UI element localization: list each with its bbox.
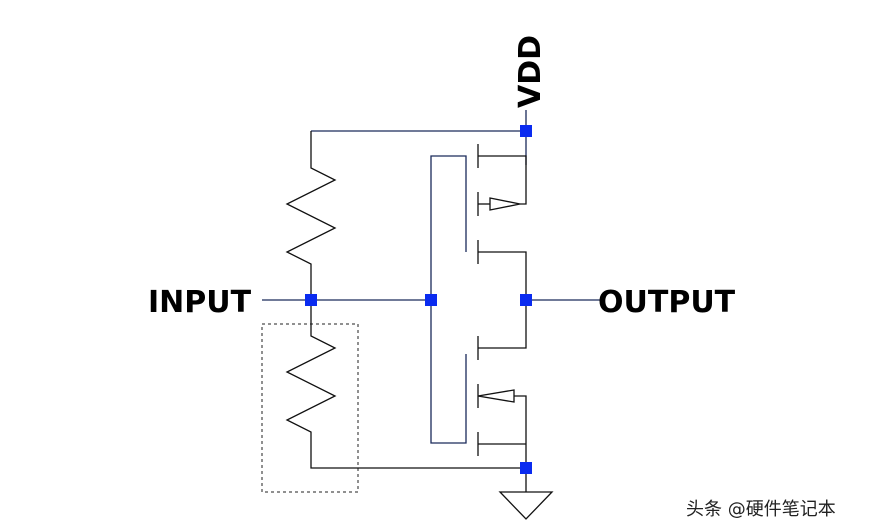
nmos-transistor[interactable] xyxy=(477,300,527,468)
resistor-r2-highlight-box xyxy=(261,323,359,493)
vdd-node[interactable] xyxy=(520,125,532,137)
output-node[interactable] xyxy=(520,294,532,306)
resistor-r1[interactable] xyxy=(285,131,337,300)
vdd-rail-wire xyxy=(311,110,527,132)
input-label: INPUT xyxy=(148,285,252,320)
watermark: 头条 @硬件笔记本 xyxy=(686,499,836,520)
output-label: OUTPUT xyxy=(598,285,736,320)
pmos-transistor[interactable] xyxy=(477,144,527,300)
vdd-label: VDD xyxy=(513,35,548,108)
resistor-r2[interactable] xyxy=(285,300,526,469)
input-node[interactable] xyxy=(305,294,317,306)
ground-symbol xyxy=(498,468,554,520)
ground-node[interactable] xyxy=(520,462,532,474)
gate-node[interactable] xyxy=(425,294,437,306)
